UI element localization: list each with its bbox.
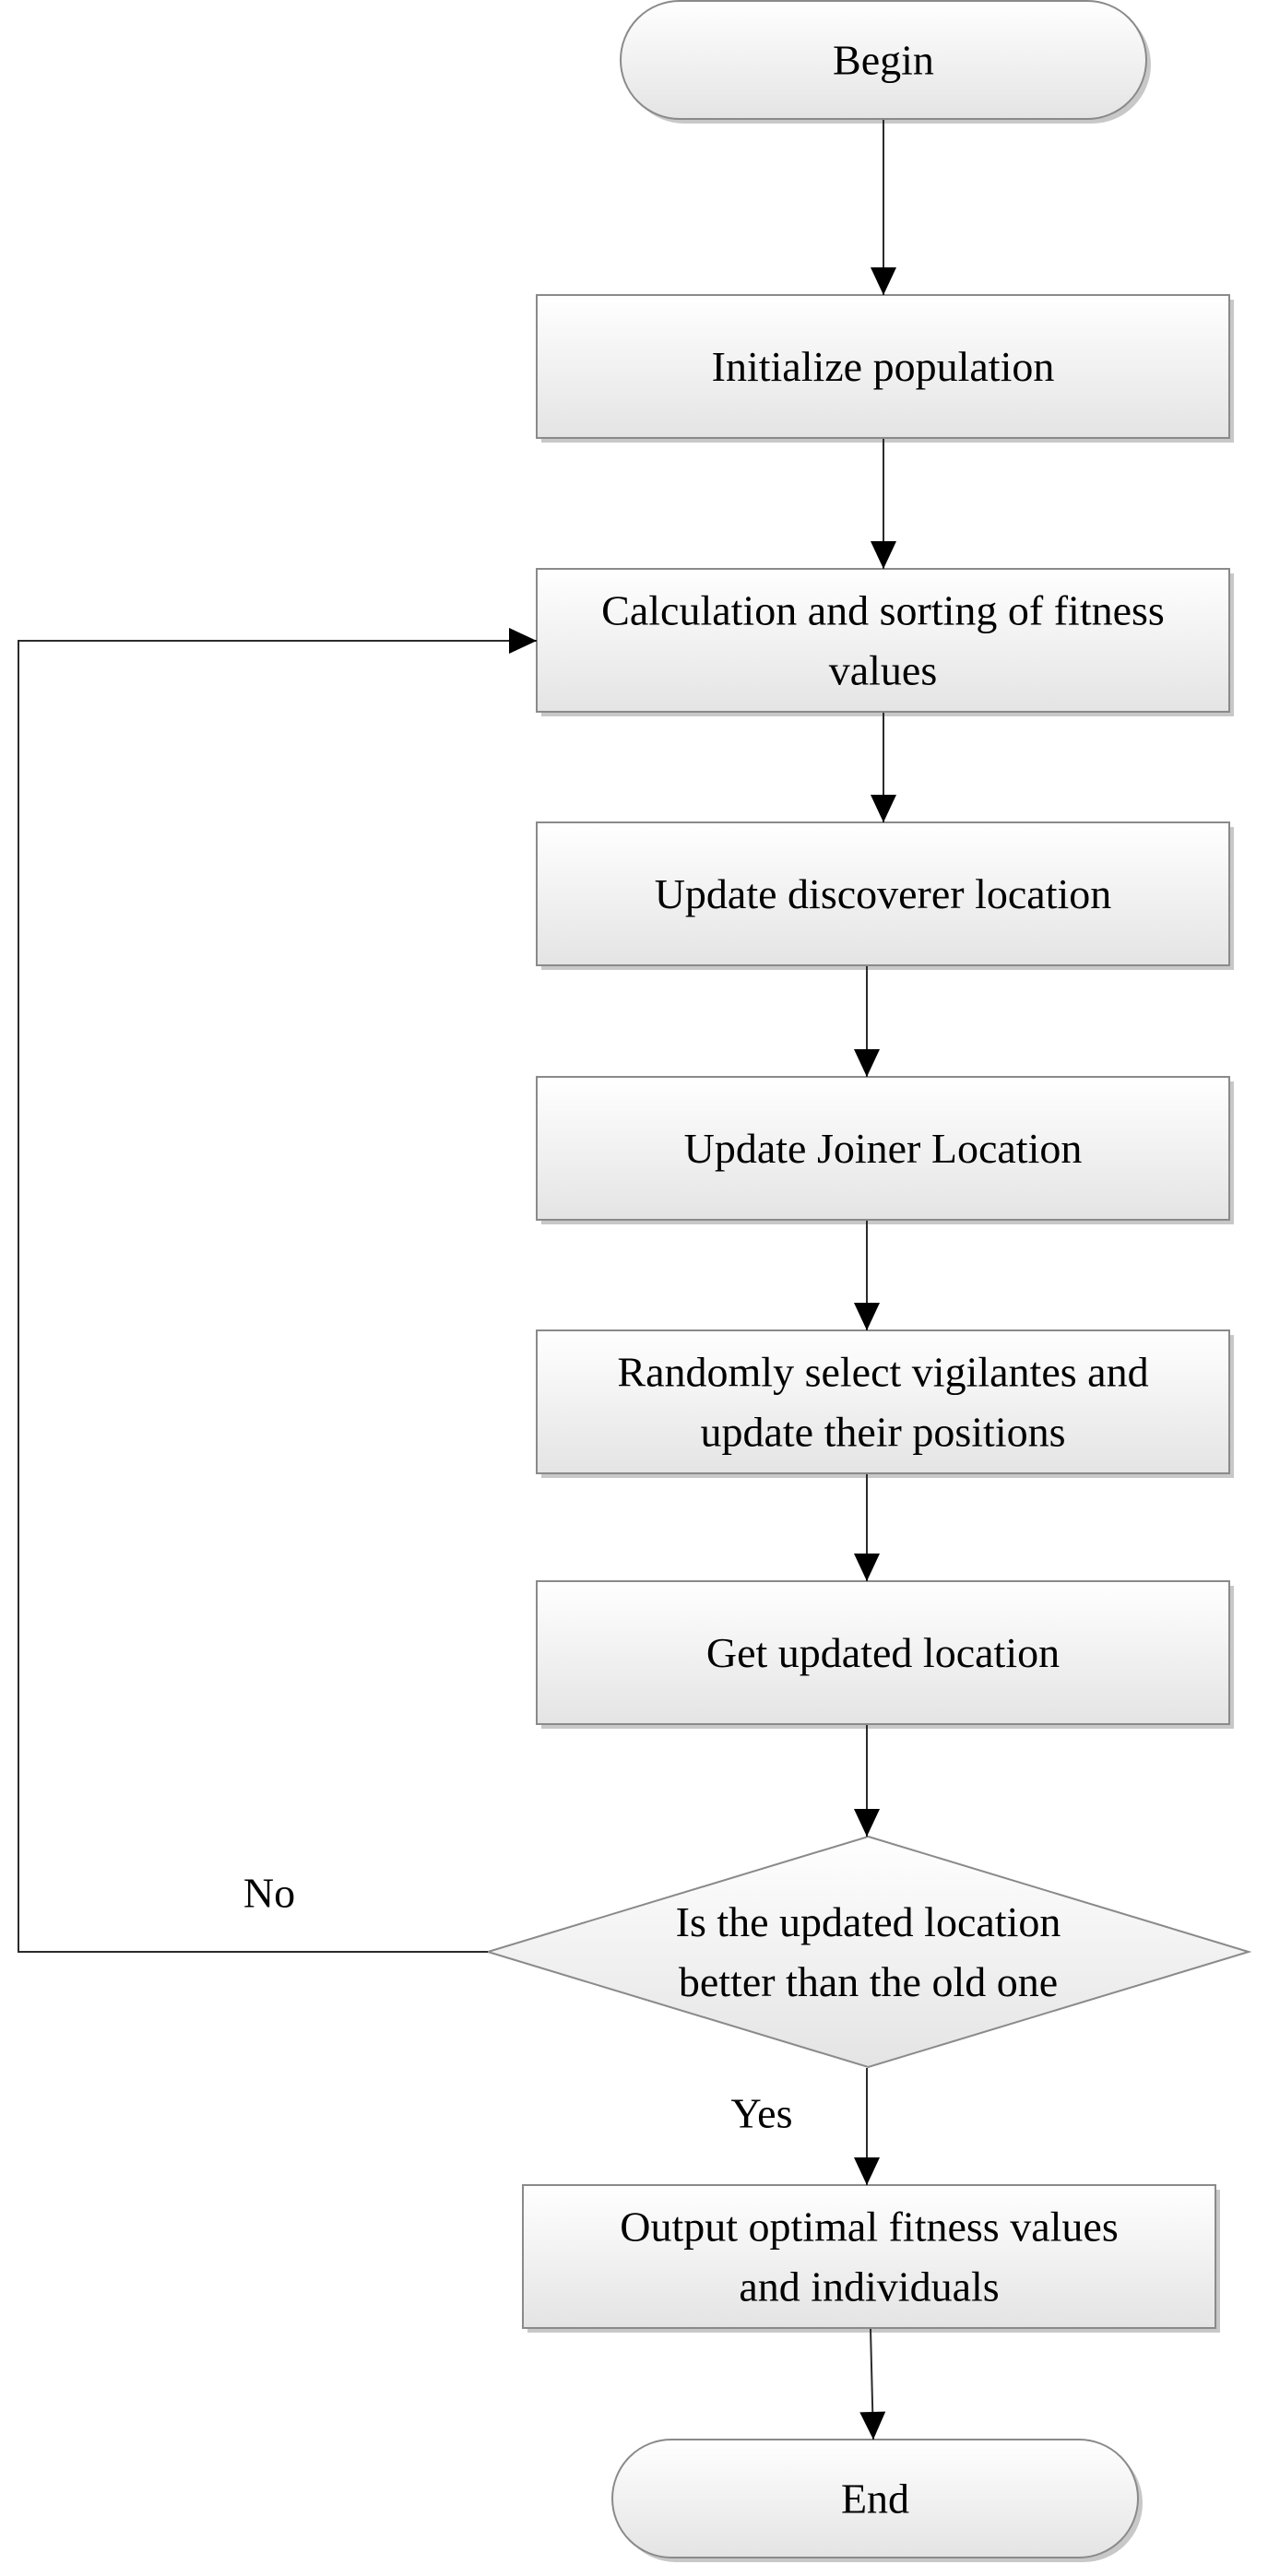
select-vigilantes-box-label: Randomly select vigilantes and [617,1349,1148,1396]
arrow-getloc-to-decision-head [854,1809,880,1837]
arrow-fitness-to-discoverer-head [871,795,896,822]
location-decision-diamond-label: Is the updated location [676,1898,1061,1945]
get-updated-location-box-label: Get updated location [706,1629,1060,1676]
arrow-begin-to-init-head [871,267,896,295]
arrow-fitness-to-discoverer [871,713,896,822]
update-joiner-box [536,1076,1230,1221]
update-discoverer-box [536,821,1230,966]
arrow-decision-no-loop-head [509,628,537,654]
fitness-calculation-box-label: values [829,647,938,694]
location-decision-diamond-label: better than the old one [679,1958,1058,2005]
arrow-joiner-to-vigilantes [854,1221,880,1330]
output-optimal-box-label: Output optimal fitness values [620,2204,1118,2251]
arrow-output-to-end-head [859,2411,886,2440]
output-optimal-box [522,2184,1216,2329]
end-terminal-label: End [841,2476,909,2523]
arrow-init-to-fitness-head [871,541,896,569]
begin-terminal [620,0,1147,120]
fitness-calculation-box-label: Calculation and sorting of fitness [601,587,1165,634]
initialize-population-box-label: Initialize population [712,343,1055,390]
arrow-discoverer-to-joiner-head [854,1049,880,1077]
arrow-decision-yes-head [854,2157,880,2185]
arrow-output-to-end [859,2328,886,2440]
end-terminal [611,2439,1139,2558]
arrow-vigilantes-to-getloc-head [854,1554,880,1581]
location-decision-diamond [484,1835,1252,2069]
arrow-begin-to-init [871,120,896,295]
initialize-population-box [536,294,1230,439]
select-vigilantes-box-label: update their positions [700,1409,1065,1456]
select-vigilantes-box [536,1329,1230,1474]
arrow-decision-no-loop [18,628,537,1953]
arrow-vigilantes-to-getloc [854,1474,880,1581]
begin-terminal-label: Begin [833,37,934,84]
arrow-getloc-to-decision [854,1725,880,1837]
edge-label-no: No [243,1870,295,1917]
update-discoverer-box-label: Update discoverer location [655,870,1112,917]
fitness-calculation-box [536,568,1230,713]
arrow-init-to-fitness [871,439,896,569]
arrow-decision-yes [854,2068,880,2185]
arrow-joiner-to-vigilantes-head [854,1303,880,1330]
edge-label-yes: Yes [731,2090,793,2137]
update-joiner-box-label: Update Joiner Location [684,1125,1083,1172]
get-updated-location-box [536,1580,1230,1725]
output-optimal-box-label: and individuals [739,2263,999,2310]
arrow-discoverer-to-joiner [854,966,880,1077]
